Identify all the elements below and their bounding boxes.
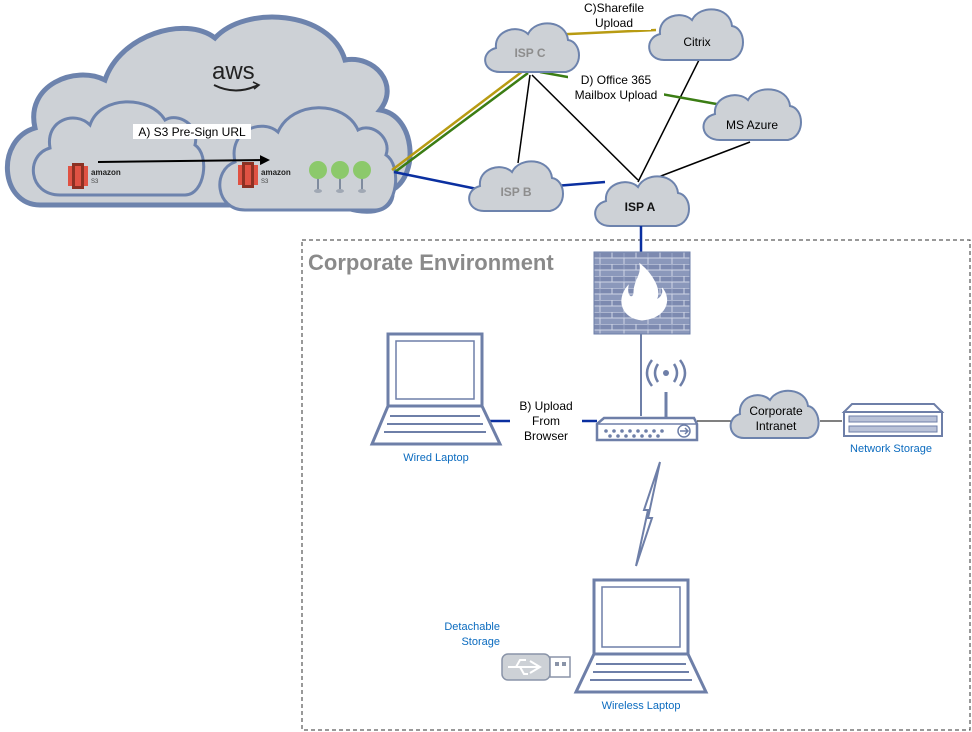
- link-isp-c-isp-a: [531, 74, 639, 181]
- s3-service-label: S3: [261, 179, 269, 185]
- isp-b-label: ISP B: [500, 185, 531, 199]
- s3-service-label: S3: [91, 179, 99, 185]
- tree-icon: [309, 161, 327, 193]
- wireless-laptop-icon: [573, 578, 709, 694]
- flow-b-label-line3: Browser: [524, 429, 568, 443]
- isp-a-label: ISP A: [625, 200, 656, 214]
- link-aws-isp-b: [393, 170, 483, 192]
- corporate-environment-boundary: [301, 239, 971, 731]
- isp-c-label: ISP C: [514, 46, 545, 60]
- s3-brand-label: amazon: [261, 168, 291, 177]
- corporate-environment-title: Corporate Environment: [308, 250, 554, 275]
- flow-a-arrow: [97, 155, 270, 166]
- tree-icon: [353, 161, 371, 193]
- amazon-s3-icon: amazon S3: [238, 162, 291, 188]
- link-citrix-isp-a: [637, 57, 701, 183]
- wired-laptop-icon: [369, 332, 503, 446]
- flow-b-label-line1: B) Upload: [519, 399, 572, 413]
- isp-c-cloud: ISP C: [484, 22, 580, 73]
- flow-d-label-line1: D) Office 365: [581, 73, 652, 87]
- citrix-label: Citrix: [683, 35, 710, 49]
- aws-smile-icon: [213, 84, 259, 92]
- firewall-icon: [593, 251, 691, 335]
- ms-azure-label: MS Azure: [726, 118, 778, 132]
- wireless-router-icon: [595, 359, 699, 442]
- s3-brand-label: amazon: [91, 168, 121, 177]
- usb-drive-icon: [501, 653, 571, 681]
- isp-b-cloud: ISP B: [468, 160, 564, 212]
- link-aws-isp-c-gold: [391, 70, 524, 171]
- detachable-storage-caption-line2: Storage: [461, 636, 500, 648]
- flow-c-label-line1: C)Sharefile: [584, 1, 644, 15]
- wired-laptop-caption: Wired Laptop: [403, 452, 468, 464]
- corporate-intranet-label-line2: Intranet: [756, 419, 797, 433]
- flow-d-label-line2: Mailbox Upload: [575, 88, 658, 102]
- network-storage-icon: [841, 403, 945, 437]
- network-storage-caption: Network Storage: [850, 443, 932, 455]
- wireless-laptop-caption: Wireless Laptop: [602, 700, 681, 712]
- corporate-intranet-cloud: Corporate Intranet: [729, 390, 820, 439]
- s3-cloud-right: [218, 106, 398, 212]
- amazon-s3-icon: amazon S3: [68, 163, 121, 189]
- link-aws-isp-c-green: [394, 71, 529, 174]
- flow-c-label-line2: Upload: [595, 16, 633, 30]
- tree-icons: [309, 161, 371, 193]
- flow-b-label-line2: From: [532, 414, 560, 428]
- corporate-intranet-label-line1: Corporate: [749, 404, 803, 418]
- citrix-cloud: Citrix: [648, 8, 744, 61]
- link-isp-c-isp-b: [517, 74, 531, 164]
- ms-azure-cloud: MS Azure: [702, 88, 802, 141]
- aws-logo: aws: [212, 58, 255, 85]
- wireless-signal-icon: [635, 461, 661, 567]
- flow-a-label: A) S3 Pre-Sign URL: [138, 125, 246, 139]
- isp-a-cloud: ISP A: [594, 175, 690, 227]
- tree-icon: [331, 161, 349, 193]
- detachable-storage-caption-line1: Detachable: [444, 621, 500, 633]
- link-isp-b-isp-a: [554, 180, 606, 188]
